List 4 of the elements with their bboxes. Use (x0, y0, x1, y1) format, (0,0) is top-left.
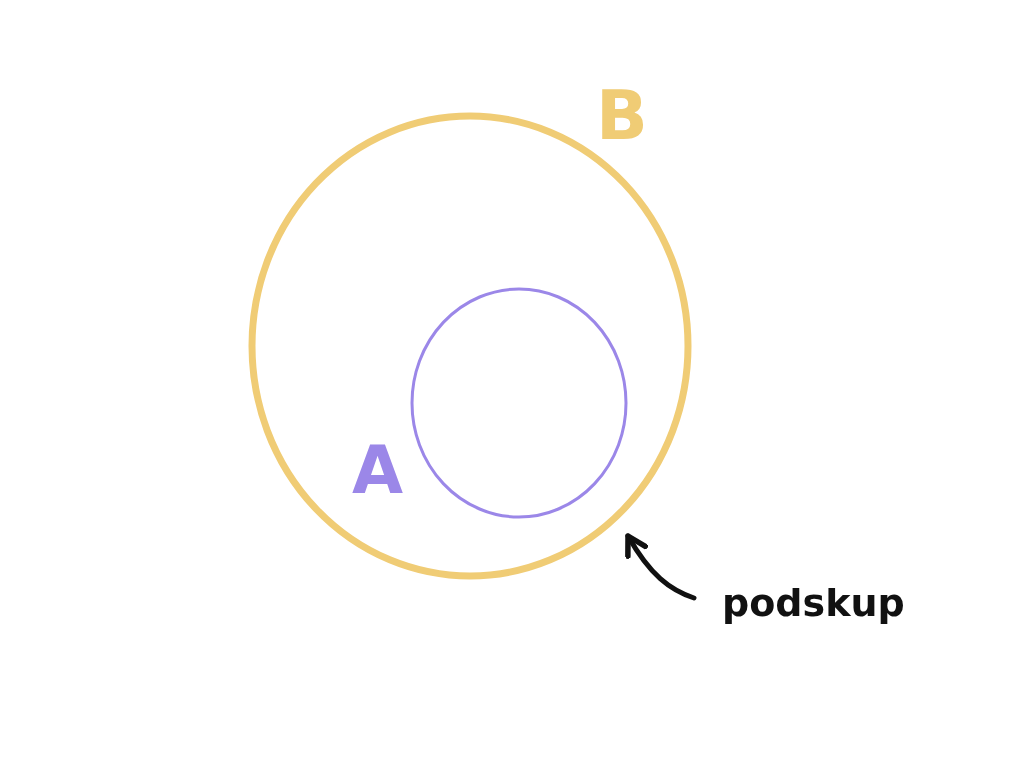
set-label: A (352, 438, 404, 504)
set-label: B (596, 82, 648, 150)
annotation-text: podskup (722, 584, 905, 622)
leader-arrow (625, 533, 697, 601)
